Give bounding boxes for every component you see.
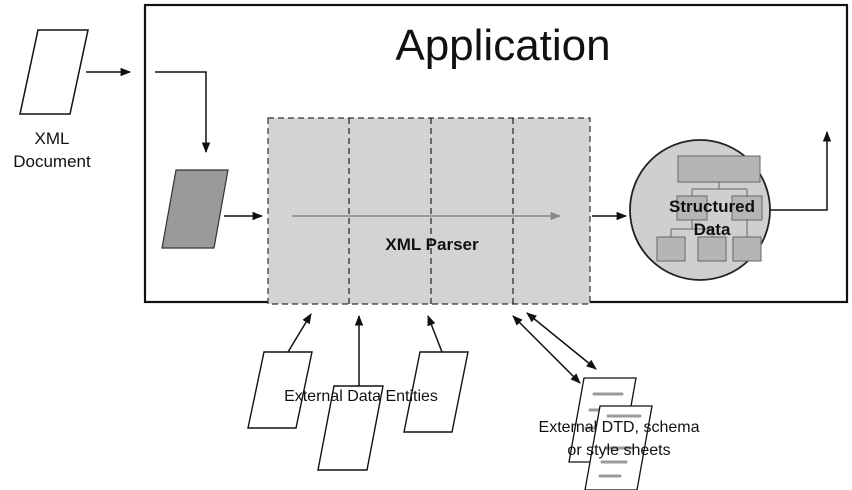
dtd-arrow-1 <box>512 315 581 384</box>
structured-data-label-line2: Data <box>694 220 731 239</box>
xml-document-label-line1: XML <box>35 129 70 148</box>
structured-data-label-line1: Structured <box>669 197 755 216</box>
dtd-arrow-2 <box>526 312 597 370</box>
external-dtd-documents <box>568 377 653 490</box>
external-dtd-label-line1: External DTD, schema <box>539 419 700 436</box>
tree-structure-icon <box>656 155 763 262</box>
inner-document-icon <box>161 169 229 249</box>
app-to-inner-doc-arrow <box>155 71 211 154</box>
xml-parser-label: XML Parser <box>385 235 479 254</box>
xml-document-icon <box>19 29 89 115</box>
entity-1-arrow <box>287 313 312 353</box>
external-dtd-label-line2: or style sheets <box>567 442 670 459</box>
external-entity-doc-2 <box>317 385 384 471</box>
xml-parser-box <box>267 117 591 305</box>
application-title: Application <box>395 21 610 70</box>
output-arrow <box>770 130 832 211</box>
external-entity-doc-1 <box>247 351 313 429</box>
external-entity-doc-3 <box>403 351 469 433</box>
entity-3-arrow <box>427 315 443 353</box>
xml-document-label-line2: Document <box>13 152 91 171</box>
external-data-entities-label: External Data Entities <box>284 388 438 405</box>
